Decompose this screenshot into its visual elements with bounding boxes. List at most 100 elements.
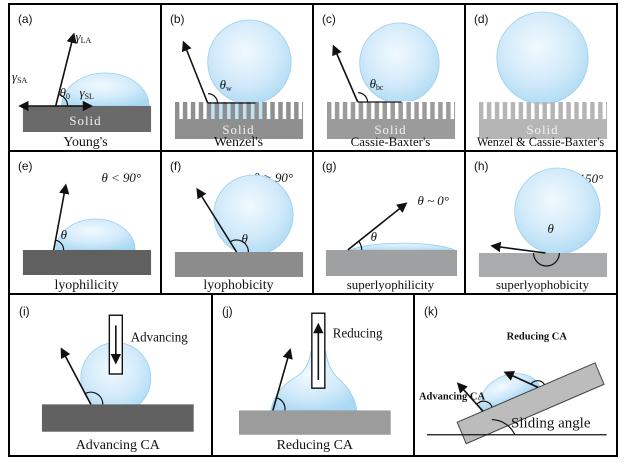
panel-caption: Advancing CA [76,437,161,453]
theta-label: θ [371,229,378,244]
comb-teeth [174,102,304,119]
comb-teeth [478,102,608,119]
needle-label: Advancing [131,329,188,344]
solid-label: Solid [526,122,558,137]
comb-teeth [326,102,456,119]
condition-label: θ < 90° [101,170,141,185]
droplet [61,72,150,107]
panel-tag: (e) [18,159,33,173]
panel-caption: superlyophilicity [347,277,435,292]
gamma-sa-label: γSA [12,69,27,85]
tangent-arrow [271,348,293,411]
tangent-arrow [60,347,92,405]
droplet [349,242,456,251]
contact-angle-arc [229,239,250,253]
reducing-ca-label: Reducing CA [507,332,568,343]
panel-j-reducing-ca: (j) Reducing Reducing CA [212,295,414,455]
tangent-arrow [347,202,408,251]
panel-a-drawing: (a) Solid γLA γSA θ0 γSL Young's [12,12,152,150]
tangent-arrow [490,241,546,254]
tilted-assembly [456,362,606,445]
panel-tag: (h) [474,159,489,173]
panel-tag: (a) [18,12,33,26]
contact-angle-arc [55,239,65,251]
theta-label: θ [241,231,248,246]
theta-bc-label: θbc [370,76,384,92]
figure-grid: (a) Solid γLA γSA θ0 γSL Young's (b) Sol… [8,3,618,457]
theta-w-label: θw [220,77,232,93]
panel-e-drawing: (e) θ < 90° θ lyophilicity [18,159,152,293]
contact-angle-arc [358,240,363,251]
solid-bar [22,250,152,275]
contact-angle-arc [532,252,560,267]
needle-label: Reducing [332,325,382,340]
contact-angle-arc [275,397,286,411]
panel-tag: (f) [170,159,181,173]
panel-b-wenzels: (b) Solid θw Wenzel's [162,5,312,150]
advancing-arc [476,400,494,408]
advancing-arrow [457,382,484,412]
panel-caption: lyophilicity [54,278,118,293]
solid-bar [174,119,304,139]
gamma-la-label: γLA [76,29,92,45]
row-models: (a) Solid γLA γSA θ0 γSL Young's (b) Sol… [10,5,616,150]
panel-i-drawing: (i) Advancing Advancing CA [19,304,194,453]
panel-h-superlyophobicity: (h) θ > 150° θ superlyophobicity [466,152,616,293]
panel-caption: Wenzel's [214,135,263,150]
solid-label: Solid [69,113,101,128]
panel-tag: (c) [322,12,336,26]
droplet [496,11,589,105]
solid-label: Solid [374,122,406,137]
panel-tag: (j) [222,304,233,318]
panel-caption: Cassie-Baxter's [351,134,431,149]
droplet [514,167,601,255]
panel-caption: Young's [63,135,107,150]
solid-bar [41,404,194,432]
sliding-angle-label: Sliding angle [511,416,591,432]
contact-angle-arc [358,92,369,103]
contact-angle-arc [58,93,69,107]
panel-k-drawing: (k) Reducing CA Advancing CA Sliding ang… [419,304,608,445]
theta-0-label: θ0 [60,85,70,101]
panel-a-youngs: (a) Solid γLA γSA θ0 γSL Young's [10,5,160,150]
panel-f-drawing: (f) θ > 90° θ lyophobicity [170,159,304,293]
panel-g-superlyophilicity: (g) θ ~ 0° θ superlyophilicity [314,152,464,293]
gamma-sl-label: γSL [80,85,94,101]
sliding-angle-arc [492,418,516,436]
tangent-arrow [196,187,238,253]
reducing-arc [530,380,546,386]
solid-bar [238,410,391,435]
panel-tag: (b) [170,12,185,26]
reducing-arrow [503,371,539,389]
droplet [213,174,294,256]
panel-d-drawing: (d) Solid Wenzel & Cassie-Baxter's [474,11,608,149]
panel-tag: (k) [424,304,438,318]
solid-label: Solid [222,122,254,137]
panel-b-drawing: (b) Solid θw Wenzel's [170,12,304,150]
advancing-ca-label: Advancing CA [419,391,485,402]
panel-tag: (d) [474,12,489,26]
row-dynamic-angles: (i) Advancing Advancing CA (j) Reducing … [10,295,616,455]
theta-label: θ [61,227,68,242]
contact-angle-arc [208,93,219,104]
panel-caption: Wenzel & Cassie-Baxter's [477,135,605,149]
panel-i-advancing-ca: (i) Advancing Advancing CA [10,295,211,455]
tangent-arrow [52,183,70,251]
panel-k-sliding-angle: (k) Reducing CA Advancing CA Sliding ang… [415,295,616,455]
theta-label: θ [547,221,554,236]
panel-h-drawing: (h) θ > 150° θ superlyophobicity [474,159,608,292]
row-wettability: (e) θ < 90° θ lyophilicity (f) θ > 90° θ… [10,152,616,293]
solid-bar [325,250,458,276]
droplet [55,218,136,251]
contact-angle-arc [84,391,104,405]
panel-c-cassie-baxters: (c) Solid θbc Cassie-Baxter's [314,5,464,150]
panel-e-lyophilicity: (e) θ < 90° θ lyophilicity [10,152,160,293]
panel-j-drawing: (j) Reducing Reducing CA [222,304,391,453]
panel-d-wenzel-cassie: (d) Solid Wenzel & Cassie-Baxter's [466,5,616,150]
tilted-slab [456,362,606,445]
panel-tag: (g) [322,159,337,173]
tangent-arrow [332,44,359,103]
panel-caption: Reducing CA [276,437,353,453]
panel-c-drawing: (c) Solid θbc Cassie-Baxter's [322,12,456,149]
